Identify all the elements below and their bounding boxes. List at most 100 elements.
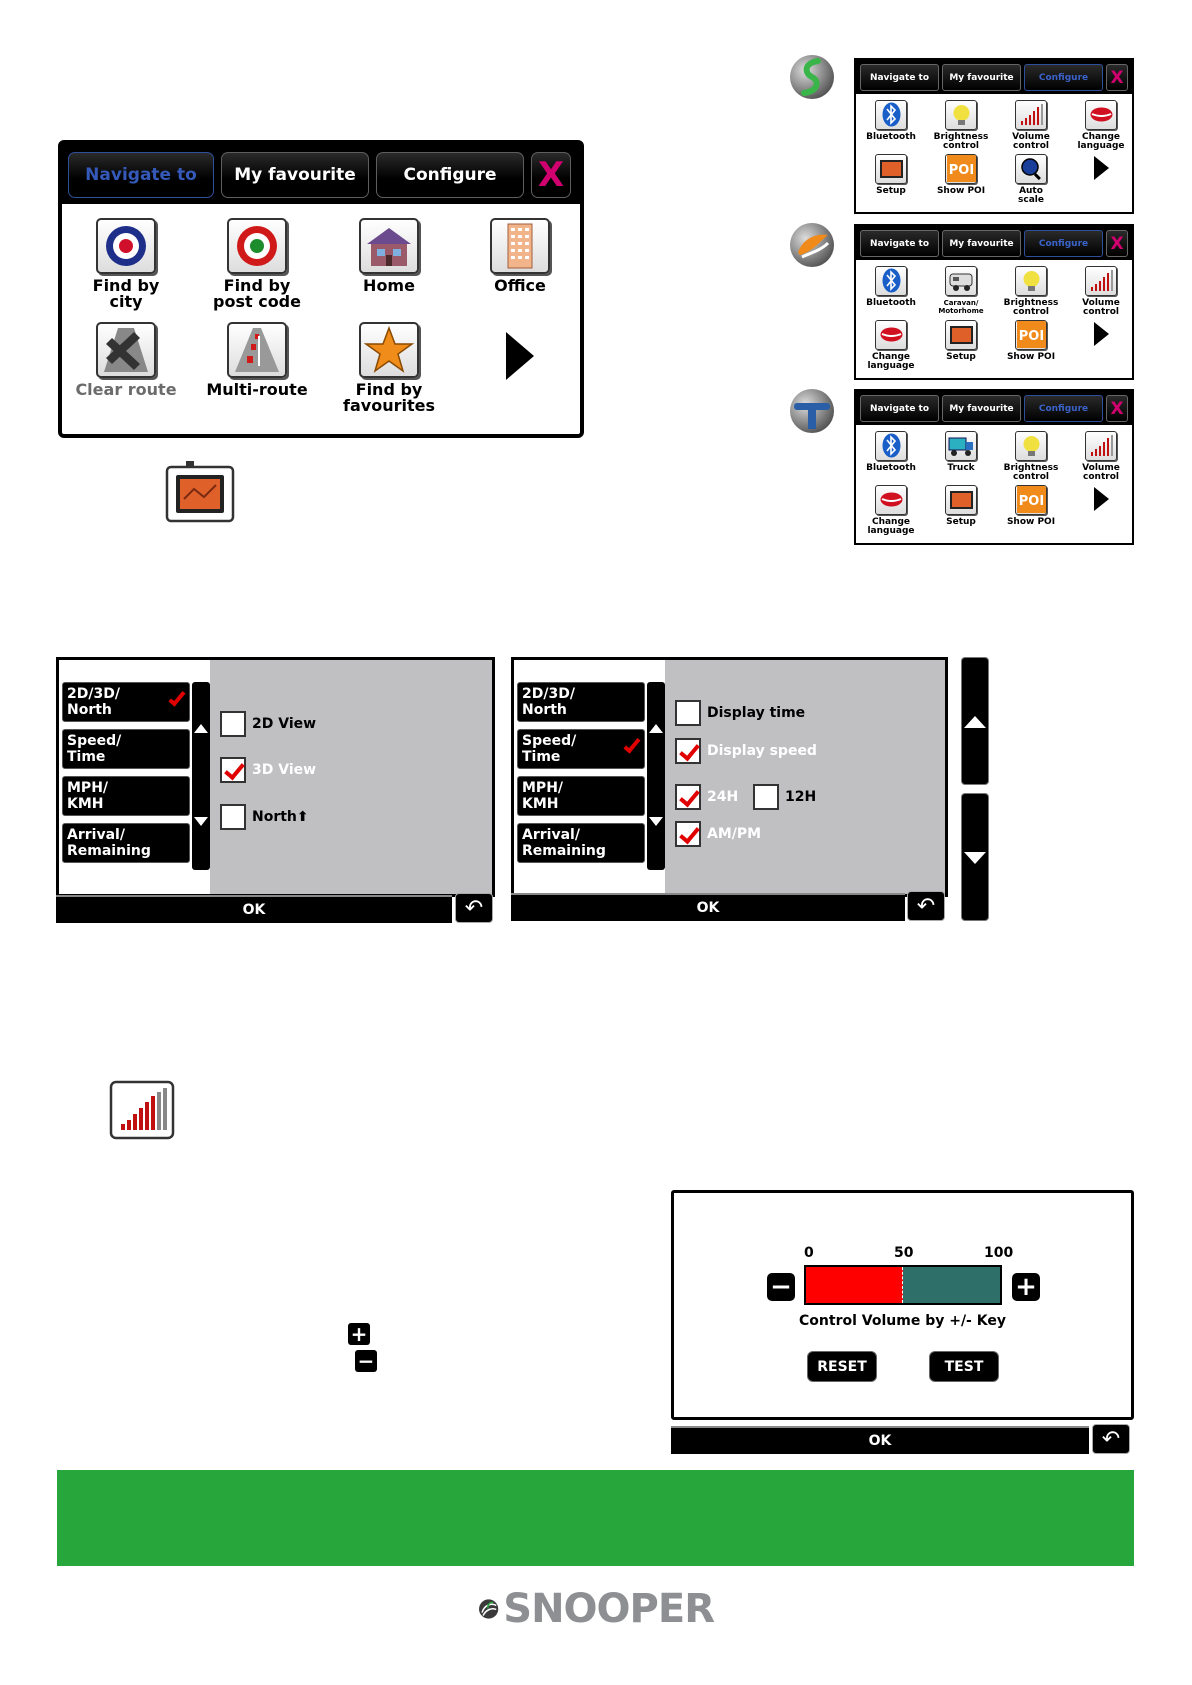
settings-scrollbar[interactable] (647, 682, 665, 870)
checkbox[interactable] (675, 700, 701, 726)
scroll-up-button[interactable] (961, 657, 989, 785)
checkbox[interactable] (675, 821, 701, 847)
volume-control-button[interactable]: Volume control (1066, 266, 1136, 317)
house-icon (359, 218, 419, 274)
option-3d-view[interactable]: 3D View (220, 757, 316, 783)
checkbox[interactable] (675, 738, 701, 764)
next-page-button[interactable] (1066, 485, 1136, 516)
settings-item-arrival-remaining[interactable]: Arrival/ Remaining (62, 823, 190, 863)
close-icon[interactable]: X (531, 152, 571, 198)
caravan-icon (945, 266, 977, 296)
change-language-button[interactable]: Change language (856, 320, 926, 371)
settings-item-arrival-remaining[interactable]: Arrival/ Remaining (517, 823, 645, 863)
multi-route-button[interactable]: Multi-route (193, 322, 321, 398)
settings-item-mph-kmh[interactable]: MPH/ KMH (62, 776, 190, 816)
green-banner (57, 1470, 1134, 1566)
find-by-city-button[interactable]: Find by city (62, 218, 190, 310)
close-icon[interactable]: X (1106, 395, 1128, 422)
tab-navigate-to[interactable]: Navigate to (68, 152, 214, 198)
close-icon[interactable]: X (1106, 64, 1128, 91)
option-2d-view[interactable]: 2D View (220, 711, 316, 737)
volume-increase-button[interactable]: + (1012, 1273, 1040, 1301)
settings-scrollbar[interactable] (192, 682, 210, 870)
truck-button[interactable]: Truck (926, 431, 996, 473)
office-building-icon (490, 218, 550, 274)
checkbox[interactable] (675, 784, 701, 810)
find-by-post-code-button[interactable]: Find by post code (193, 218, 321, 310)
volume-level-bar[interactable] (804, 1265, 1002, 1305)
volume-control-button[interactable]: Volume control (996, 100, 1066, 151)
option-12h[interactable]: 12H (753, 784, 816, 810)
reset-button[interactable]: RESET (807, 1351, 877, 1382)
settings-item-speed-time[interactable]: Speed/ Time (517, 729, 645, 769)
option-display-time[interactable]: Display time (675, 700, 805, 726)
settings-item-2d3d-north[interactable]: 2D/3D/ North (62, 682, 190, 722)
checkbox[interactable] (220, 711, 246, 737)
scroll-down-button[interactable] (961, 793, 989, 921)
back-arrow-icon[interactable]: ↶ (455, 893, 493, 923)
next-page-button[interactable] (456, 322, 584, 389)
ok-button[interactable]: OK (56, 895, 452, 923)
back-arrow-icon[interactable]: ↶ (1092, 1424, 1130, 1454)
tab-my-favourite[interactable]: My favourite (221, 152, 369, 198)
scroll-up-icon[interactable] (194, 724, 208, 733)
caravan-motorhome-button[interactable]: Caravan/ Motorhome (926, 266, 996, 315)
scroll-down-icon[interactable] (649, 817, 663, 826)
back-arrow-icon[interactable]: ↶ (907, 891, 945, 921)
setup-button[interactable]: Setup (856, 154, 926, 196)
volume-decrease-button[interactable]: − (767, 1273, 795, 1301)
test-button[interactable]: TEST (929, 1351, 999, 1382)
tab-my-favourite[interactable]: My favourite (942, 395, 1021, 422)
option-north[interactable]: North ⬆ (220, 804, 309, 830)
volume-control-button[interactable]: Volume control (1066, 431, 1136, 482)
settings-item-2d3d-north[interactable]: 2D/3D/ North (517, 682, 645, 722)
find-by-favourites-button[interactable]: Find by favourites (325, 322, 453, 414)
bluetooth-button[interactable]: Bluetooth (856, 100, 926, 142)
lightbulb-icon (1015, 266, 1047, 296)
tab-navigate-to[interactable]: Navigate to (860, 230, 939, 257)
close-icon[interactable]: X (1106, 230, 1128, 257)
option-24h[interactable]: 24H (675, 784, 738, 810)
configure-screen-truck: Navigate to My favourite Configure X Blu… (854, 389, 1134, 545)
tab-configure[interactable]: Configure (1024, 64, 1103, 91)
option-display-speed[interactable]: Display speed (675, 738, 817, 764)
ok-button[interactable]: OK (671, 1426, 1089, 1454)
brightness-control-button[interactable]: Brightness control (996, 431, 1066, 482)
next-page-button[interactable] (1066, 320, 1136, 351)
setup-button[interactable]: Setup (926, 485, 996, 527)
mini-grid: Bluetooth Caravan/ Motorhome Brightness … (856, 260, 1132, 380)
multi-route-icon (227, 322, 287, 378)
setup-button[interactable]: Setup (926, 320, 996, 362)
checkbox[interactable] (220, 757, 246, 783)
settings-item-speed-time[interactable]: Speed/ Time (62, 729, 190, 769)
scroll-down-icon[interactable] (194, 817, 208, 826)
tab-navigate-to[interactable]: Navigate to (860, 395, 939, 422)
ok-button[interactable]: OK (511, 893, 905, 921)
bluetooth-button[interactable]: Bluetooth (856, 431, 926, 473)
settings-menu: 2D/3D/ North Speed/ Time MPH/ KMH Arriva… (59, 660, 210, 894)
bluetooth-button[interactable]: Bluetooth (856, 266, 926, 308)
tab-configure[interactable]: Configure (376, 152, 524, 198)
tab-configure[interactable]: Configure (1024, 395, 1103, 422)
checkbox[interactable] (220, 804, 246, 830)
auto-scale-button[interactable]: Auto scale (996, 154, 1066, 205)
tab-my-favourite[interactable]: My favourite (942, 230, 1021, 257)
scroll-up-icon[interactable] (649, 724, 663, 733)
tab-configure[interactable]: Configure (1024, 230, 1103, 257)
brightness-control-button[interactable]: Brightness control (996, 266, 1066, 317)
home-button[interactable]: Home (325, 218, 453, 294)
settings-item-mph-kmh[interactable]: MPH/ KMH (517, 776, 645, 816)
next-page-button[interactable] (1066, 154, 1136, 185)
office-button[interactable]: Office (456, 218, 584, 294)
change-language-button[interactable]: Change language (856, 485, 926, 536)
checkbox[interactable] (753, 784, 779, 810)
option-am-pm[interactable]: AM/PM (675, 821, 761, 847)
change-language-button[interactable]: Change language (1066, 100, 1136, 151)
tab-my-favourite[interactable]: My favourite (942, 64, 1021, 91)
brightness-control-button[interactable]: Brightness control (926, 100, 996, 151)
clear-route-button[interactable]: Clear route (62, 322, 190, 398)
tab-navigate-to[interactable]: Navigate to (860, 64, 939, 91)
